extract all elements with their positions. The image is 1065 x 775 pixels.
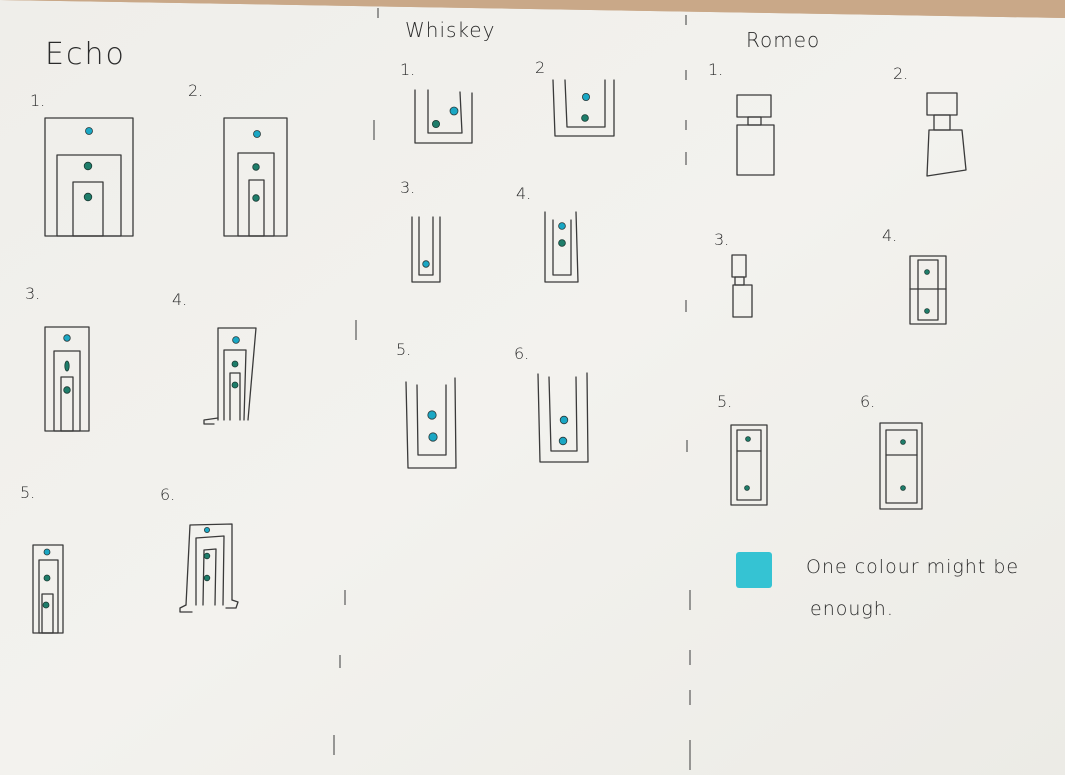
whiskey-figure-6	[537, 372, 589, 463]
romeo-label-1: 1.	[708, 60, 724, 79]
romeo-figure-3	[731, 254, 753, 318]
echo-figure-2	[223, 117, 288, 237]
whiskey-figure-2	[552, 79, 615, 137]
column-title-romeo: Romeo	[746, 28, 821, 52]
romeo-label-2: 2.	[893, 64, 909, 83]
echo-figure-5	[32, 544, 64, 634]
romeo-figure-1	[736, 94, 775, 176]
whiskey-figure-3	[411, 216, 441, 283]
whiskey-label-6: 6.	[514, 344, 530, 363]
echo-label-6: 6.	[160, 485, 176, 504]
table-edge	[0, 0, 1065, 18]
divider-left	[333, 8, 379, 755]
echo-label-3: 3.	[25, 284, 41, 303]
whiskey-figure-5	[405, 377, 457, 469]
echo-figure-6	[179, 523, 239, 613]
whiskey-label-2: 2	[535, 58, 546, 77]
whiskey-label-3: 3.	[400, 178, 416, 197]
colour-swatch	[736, 552, 772, 588]
echo-label-2: 2.	[188, 81, 204, 100]
echo-label-5: 5.	[20, 483, 36, 502]
romeo-figure-6	[879, 422, 923, 510]
column-title-echo: Echo	[45, 37, 126, 72]
romeo-figure-4	[909, 255, 947, 325]
echo-label-4: 4.	[172, 290, 188, 309]
whiskey-figure-4	[544, 211, 579, 283]
note-line-2: enough.	[810, 598, 894, 620]
echo-figure-3	[44, 326, 90, 432]
romeo-label-6: 6.	[860, 392, 876, 411]
echo-label-1: 1.	[30, 91, 46, 110]
whiskey-label-4: 4.	[516, 184, 532, 203]
echo-figure-4	[203, 327, 257, 425]
romeo-figure-2	[926, 92, 967, 177]
divider-right	[685, 15, 691, 770]
romeo-label-5: 5.	[717, 392, 733, 411]
romeo-figure-5	[730, 424, 768, 506]
column-title-whiskey: Whiskey	[405, 18, 496, 42]
romeo-label-4: 4.	[882, 226, 898, 245]
note-line-1: One colour might be	[806, 556, 1020, 578]
whiskey-label-5: 5.	[396, 340, 412, 359]
whiskey-figure-1	[414, 89, 473, 144]
whiskey-label-1: 1.	[400, 60, 416, 79]
romeo-label-3: 3.	[714, 230, 730, 249]
echo-figure-1	[44, 117, 134, 237]
